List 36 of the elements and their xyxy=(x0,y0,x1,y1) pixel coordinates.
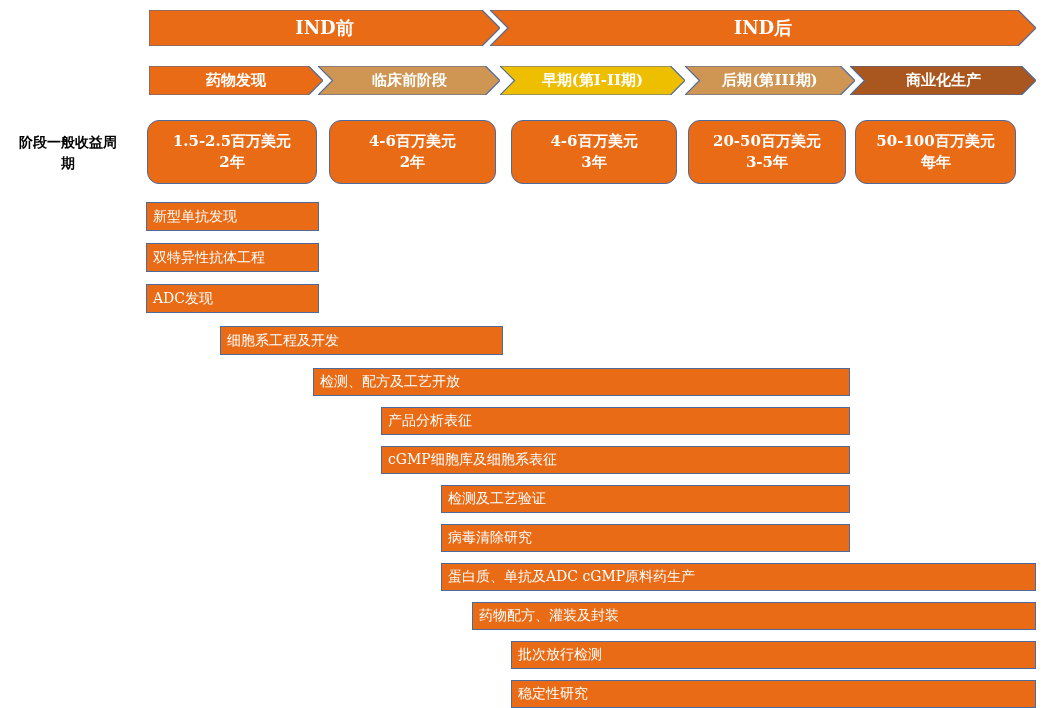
task-bar: 稳定性研究 xyxy=(511,680,1036,708)
task-bar: ADC发现 xyxy=(146,284,319,313)
phase-banner: 早期(第I-II期) xyxy=(500,66,685,95)
duration-text: 每年 xyxy=(920,152,951,173)
phase-banner: 药物发现 xyxy=(149,66,323,95)
task-bar: 检测及工艺验证 xyxy=(441,485,850,513)
task-bar: 病毒清除研究 xyxy=(441,524,850,552)
task-bar: 检测、配方及工艺开放 xyxy=(313,368,850,396)
cost-duration-card xyxy=(329,120,496,184)
phase-banner: IND后 xyxy=(490,10,1036,46)
task-bar: 批次放行检测 xyxy=(511,641,1036,669)
task-bar: 产品分析表征 xyxy=(381,407,850,435)
cost-text: 50-100百万美元 xyxy=(876,131,995,152)
task-bar: 细胞系工程及开发 xyxy=(220,326,503,355)
cost-duration-card xyxy=(147,120,317,184)
cost-text: 1.5-2.5百万美元 xyxy=(172,131,292,152)
duration-text: 2年 xyxy=(399,152,426,173)
cost-text: 4-6百万美元 xyxy=(368,131,457,152)
phase-banner: 后期(第III期) xyxy=(685,66,855,95)
cost-text: 20-50百万美元 xyxy=(713,131,821,152)
cost-duration-card xyxy=(688,120,846,184)
duration-text: 2年 xyxy=(219,152,245,173)
cost-duration-card xyxy=(855,120,1016,184)
cost-duration-card xyxy=(511,120,677,184)
phase-banner: IND前 xyxy=(149,10,500,46)
task-bar: 药物配方、灌装及封装 xyxy=(472,602,1036,630)
cost-text: 4-6百万美元 xyxy=(550,131,638,152)
duration-text: 3年 xyxy=(581,152,607,173)
task-bar: 蛋白质、单抗及ADC cGMP原料药生产 xyxy=(441,563,1036,591)
task-bar: 新型单抗发现 xyxy=(146,202,319,231)
phase-banner: 商业化生产 xyxy=(850,66,1036,95)
task-bar: cGMP细胞库及细胞系表征 xyxy=(381,446,850,474)
duration-text: 3-5年 xyxy=(745,152,789,173)
row-label: 阶段一般收益周期 xyxy=(18,133,118,173)
phase-banner: 临床前阶段 xyxy=(318,66,500,95)
task-bar: 双特异性抗体工程 xyxy=(146,243,319,272)
